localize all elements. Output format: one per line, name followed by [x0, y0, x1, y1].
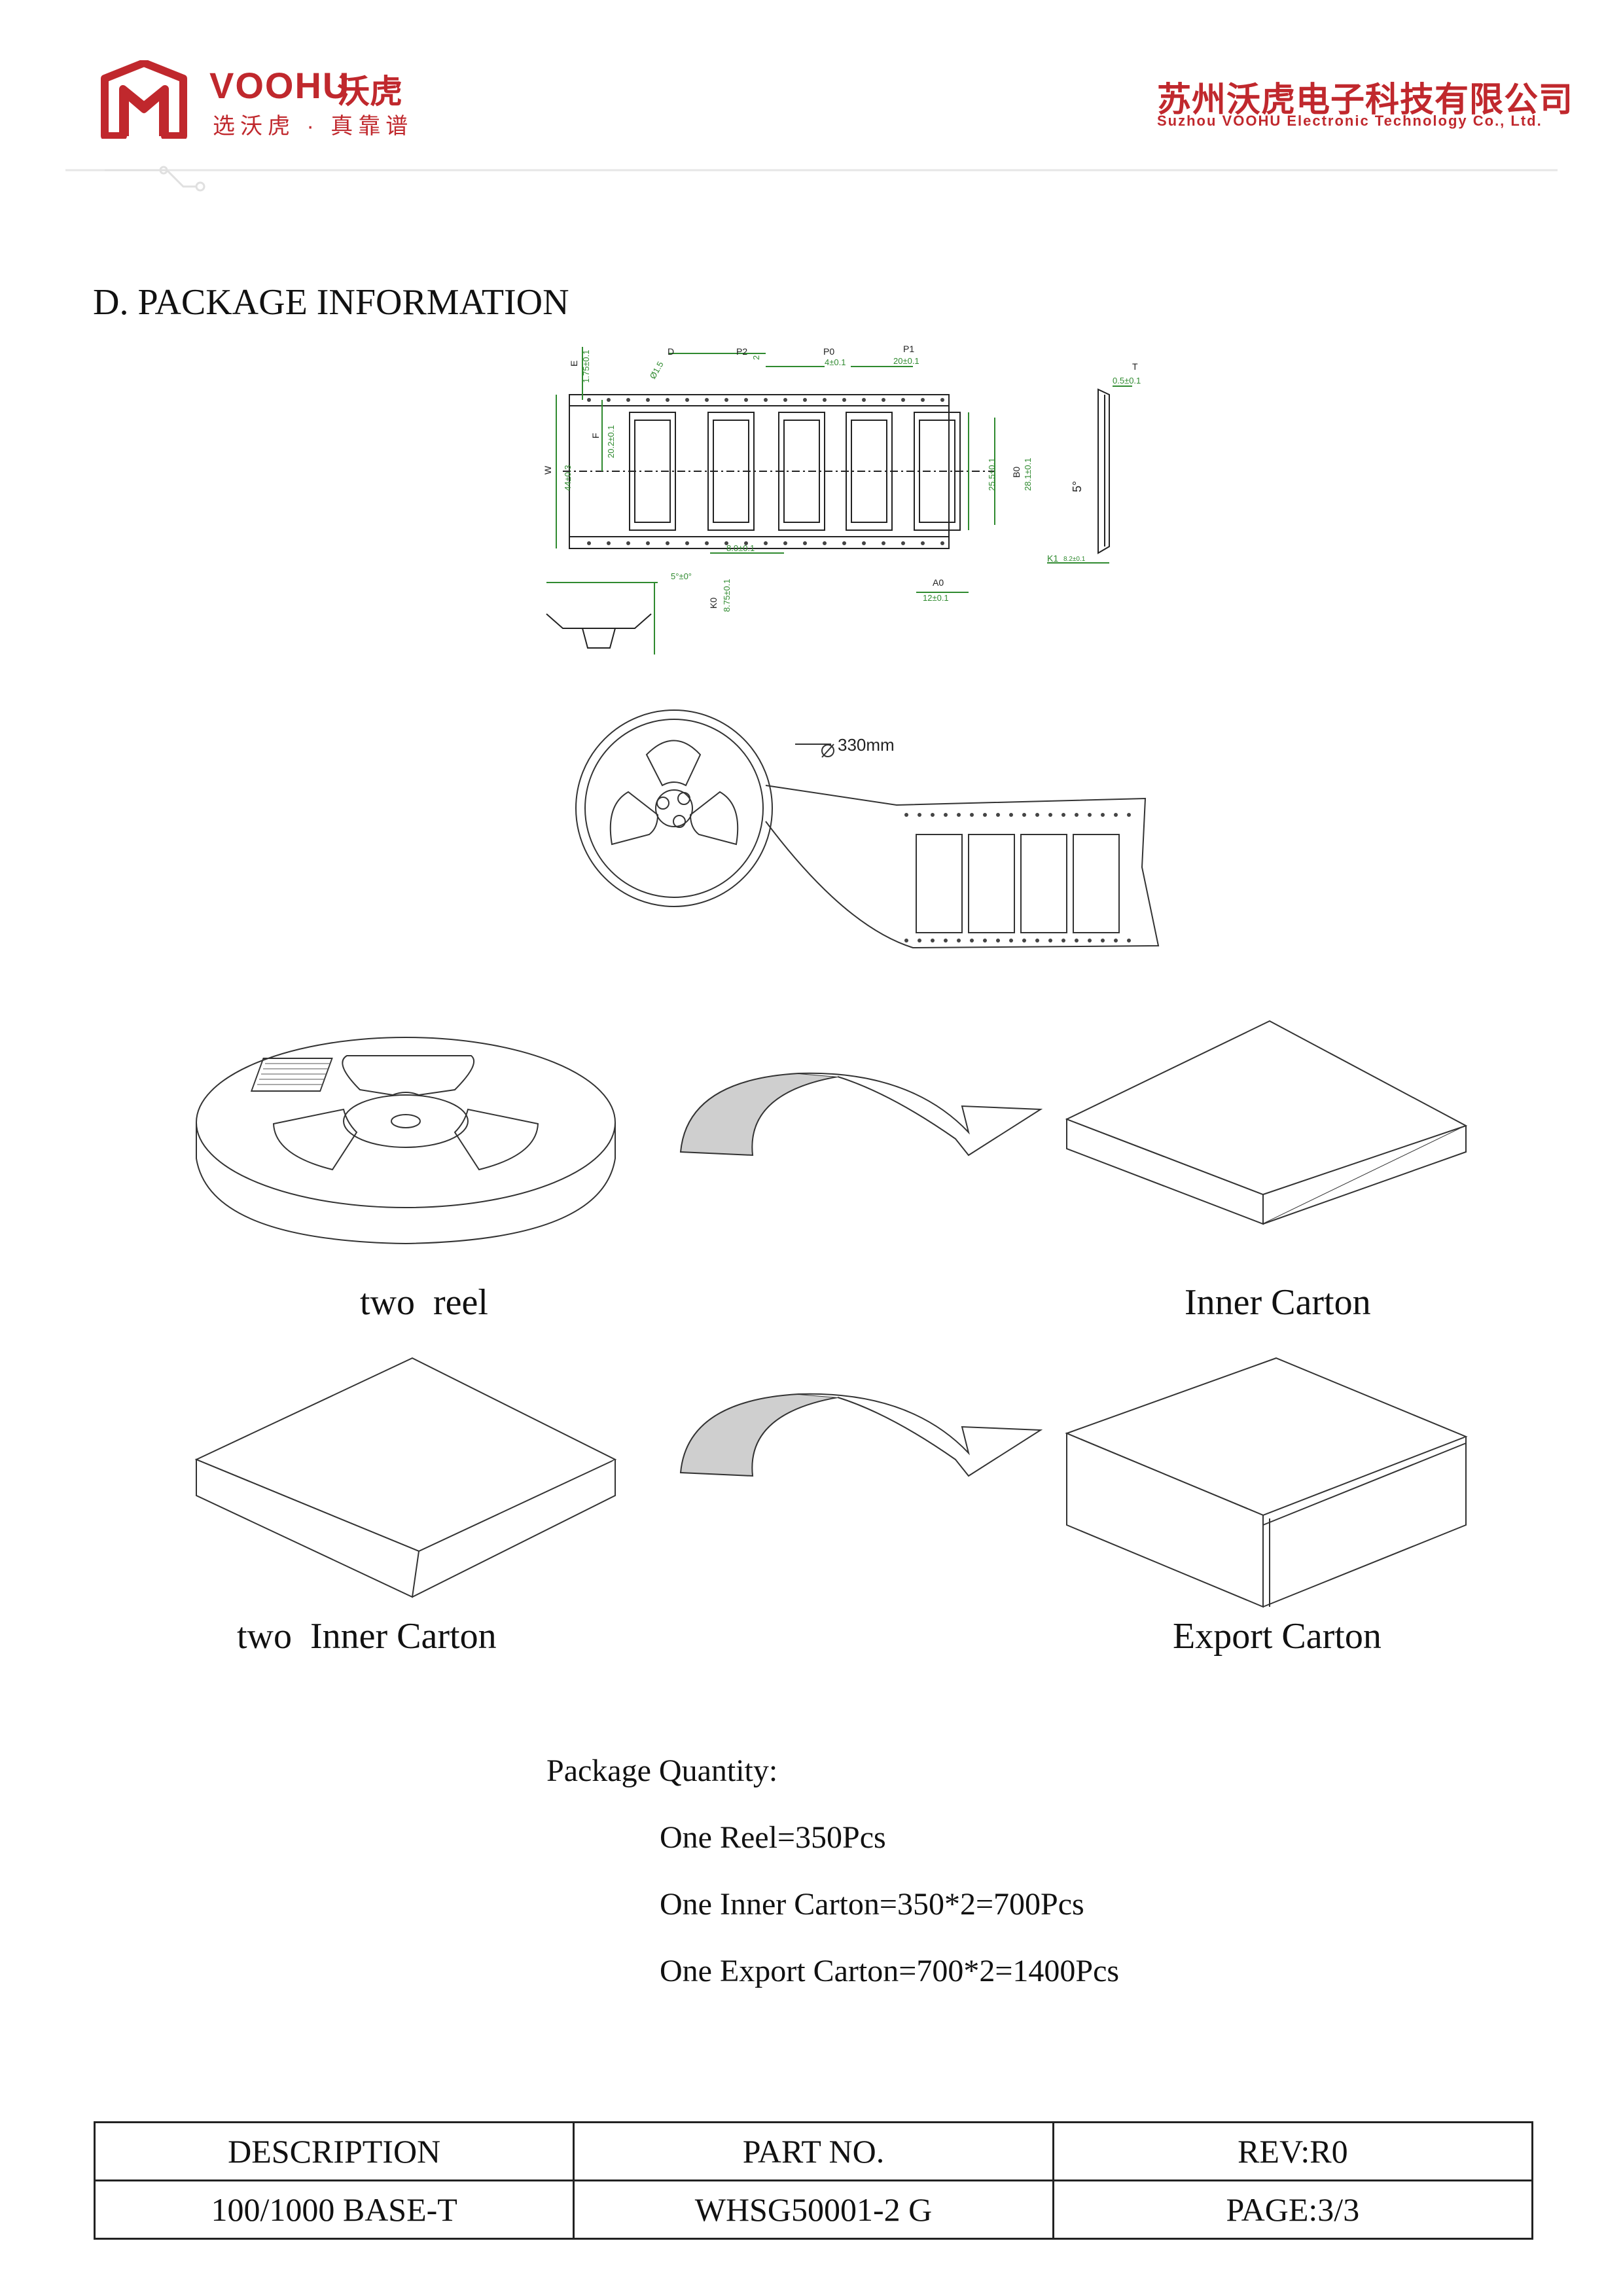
table-cell-page: PAGE:3/3: [1052, 2179, 1534, 2240]
two-inner-carton-icon: [194, 1357, 617, 1598]
reel-drawing: 330mm: [575, 709, 1160, 949]
tape-label: W: [543, 465, 553, 475]
table-header-description: DESCRIPTION: [93, 2121, 575, 2181]
tape-label: P2: [736, 346, 747, 357]
header-divider: [65, 166, 1558, 192]
section-title: D. PACKAGE INFORMATION: [93, 282, 569, 323]
table-header-rev: REV:R0: [1052, 2121, 1534, 2181]
tape-label: 20.2±0.1: [606, 425, 616, 458]
tape-label: 0.5±0.1: [1113, 376, 1141, 386]
tape-label: 5°: [1071, 481, 1084, 492]
flow-label-two-reel: two reel: [360, 1282, 488, 1323]
footer-table: DESCRIPTION PART NO. REV:R0 100/1000 BAS…: [93, 2121, 1534, 2240]
tape-label: 12±0.1: [923, 593, 949, 603]
tape-label: Ø1.5: [648, 360, 666, 381]
flow-label-inner-carton: Inner Carton: [1185, 1282, 1371, 1323]
tape-label: 44±0.3: [563, 465, 573, 491]
voohu-logo-icon: [101, 60, 187, 139]
reel-diameter-label: 330mm: [838, 735, 895, 755]
table-header-part-no: PART NO.: [573, 2121, 1054, 2181]
tape-label: 28.1±0.1: [1023, 457, 1033, 491]
tape-label: 20±0.1: [893, 356, 919, 366]
tape-label: F: [590, 433, 601, 439]
brand-name-cn: 沃虎: [337, 73, 402, 110]
tape-drawing: D Ø1.5 E 1.75±0.1 P2 2 P0 4±0.1 P1 20±0.…: [543, 344, 1141, 655]
inner-carton-icon: [1065, 1020, 1468, 1225]
quantity-line: One Export Carton=700*2=1400Pcs: [660, 1954, 1120, 1988]
table-cell-part-no: WHSG50001-2 G: [573, 2179, 1054, 2240]
tape-label: A0: [933, 577, 944, 588]
tape-label: B0: [1011, 467, 1022, 478]
table-row: 100/1000 BASE-T WHSG50001-2 G PAGE:3/3: [93, 2179, 1534, 2240]
reel-3d-icon: [196, 1037, 616, 1245]
slogan: 选沃虎 · 真靠谱: [213, 114, 414, 139]
tape-label: 5°±0°: [671, 571, 692, 581]
arrow-icon: [679, 1072, 1043, 1157]
tape-label: 2: [751, 355, 761, 360]
tape-pocket: [914, 412, 961, 531]
tape-label: T: [1132, 361, 1138, 372]
quantity-line: One Inner Carton=350*2=700Pcs: [660, 1887, 1084, 1922]
table-cell-description: 100/1000 BASE-T: [93, 2179, 575, 2240]
export-carton-icon: [1065, 1357, 1468, 1608]
tape-label: 8.2±0.1: [1063, 556, 1086, 563]
tape-label: 25.5±0.1: [987, 457, 997, 491]
table-row: DESCRIPTION PART NO. REV:R0: [93, 2121, 1534, 2181]
tape-pocket: [778, 412, 825, 531]
brand-name: VOOHU: [209, 65, 351, 106]
tape-label: E: [569, 361, 579, 367]
tape-label: K0: [708, 598, 719, 609]
tape-label: 8.75±0.1: [722, 579, 732, 612]
flow-label-two-inner-carton: two Inner Carton: [237, 1616, 497, 1657]
company-name-cn: 苏州沃虎电子科技有限公司: [1157, 81, 1574, 119]
tape-label: 8.0±0.1: [726, 543, 755, 553]
tape-label: K1: [1047, 553, 1058, 564]
tape-label: P1: [903, 344, 914, 354]
tape-label: P0: [823, 346, 834, 357]
tape-label: D: [668, 346, 674, 357]
tape-label: 1.75±0.1: [581, 350, 591, 383]
header: VOOHU 沃虎 选沃虎 · 真靠谱 苏州沃虎电子科技有限公司 Suzhou V…: [0, 0, 1623, 196]
quantity-heading: Package Quantity:: [546, 1753, 778, 1788]
flow-label-export-carton: Export Carton: [1173, 1616, 1382, 1657]
company-name-en: Suzhou VOOHU Electronic Technology Co., …: [1157, 113, 1543, 129]
tape-label: 4±0.1: [825, 357, 846, 367]
arrow-icon: [679, 1393, 1043, 1477]
quantity-line: One Reel=350Pcs: [660, 1820, 886, 1855]
